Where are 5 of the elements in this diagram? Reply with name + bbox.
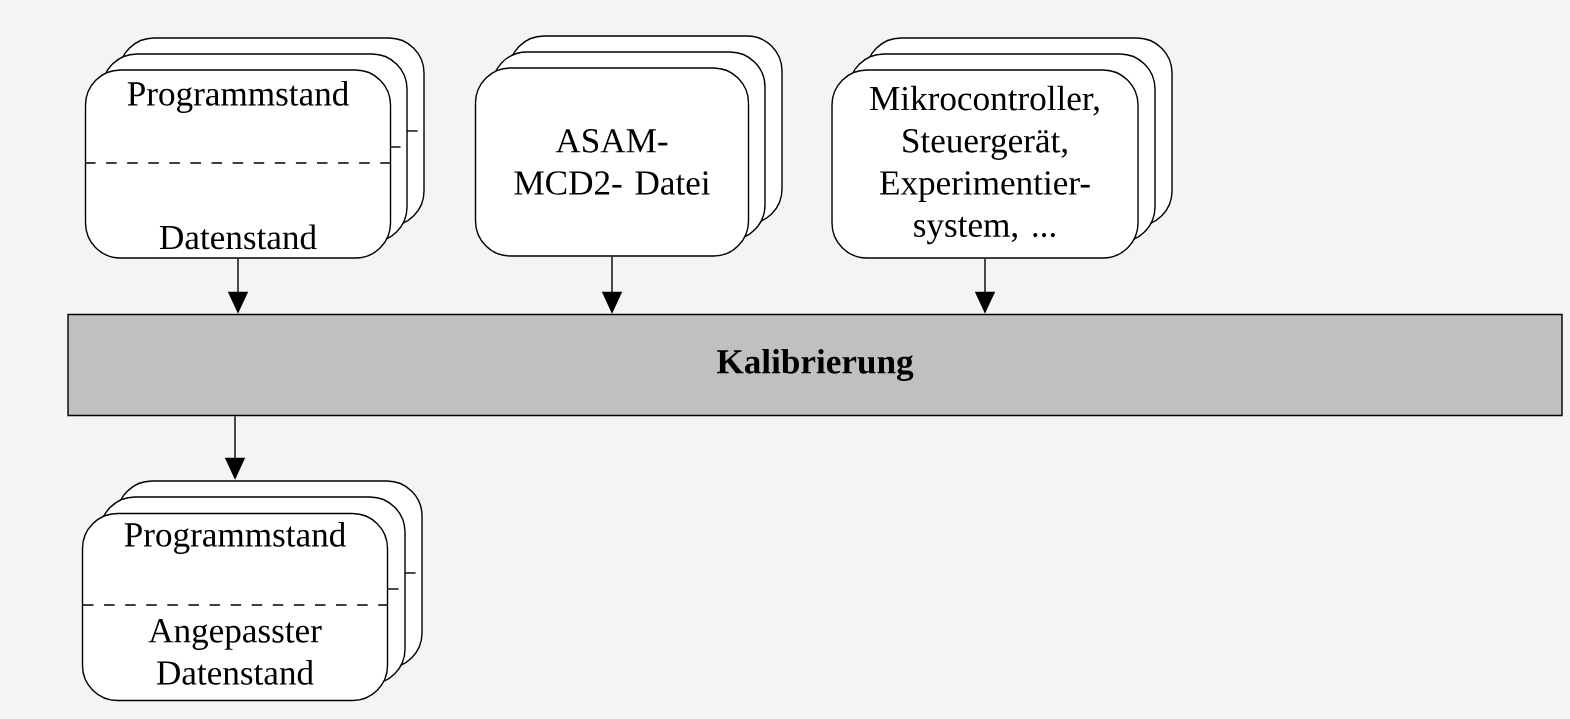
process-bar: Kalibrierung (67, 313, 1563, 417)
stacked-card: Mikrocontroller, Steuergerät, Experimentier- system, ... (831, 37, 1173, 259)
stacked-card: Programmstand Datenstand (84, 37, 425, 259)
stacked-card: ASAM-MCD2- Datei (474, 35, 783, 257)
stacked-card: Programmstand Angepasster Datenstand (81, 480, 423, 702)
